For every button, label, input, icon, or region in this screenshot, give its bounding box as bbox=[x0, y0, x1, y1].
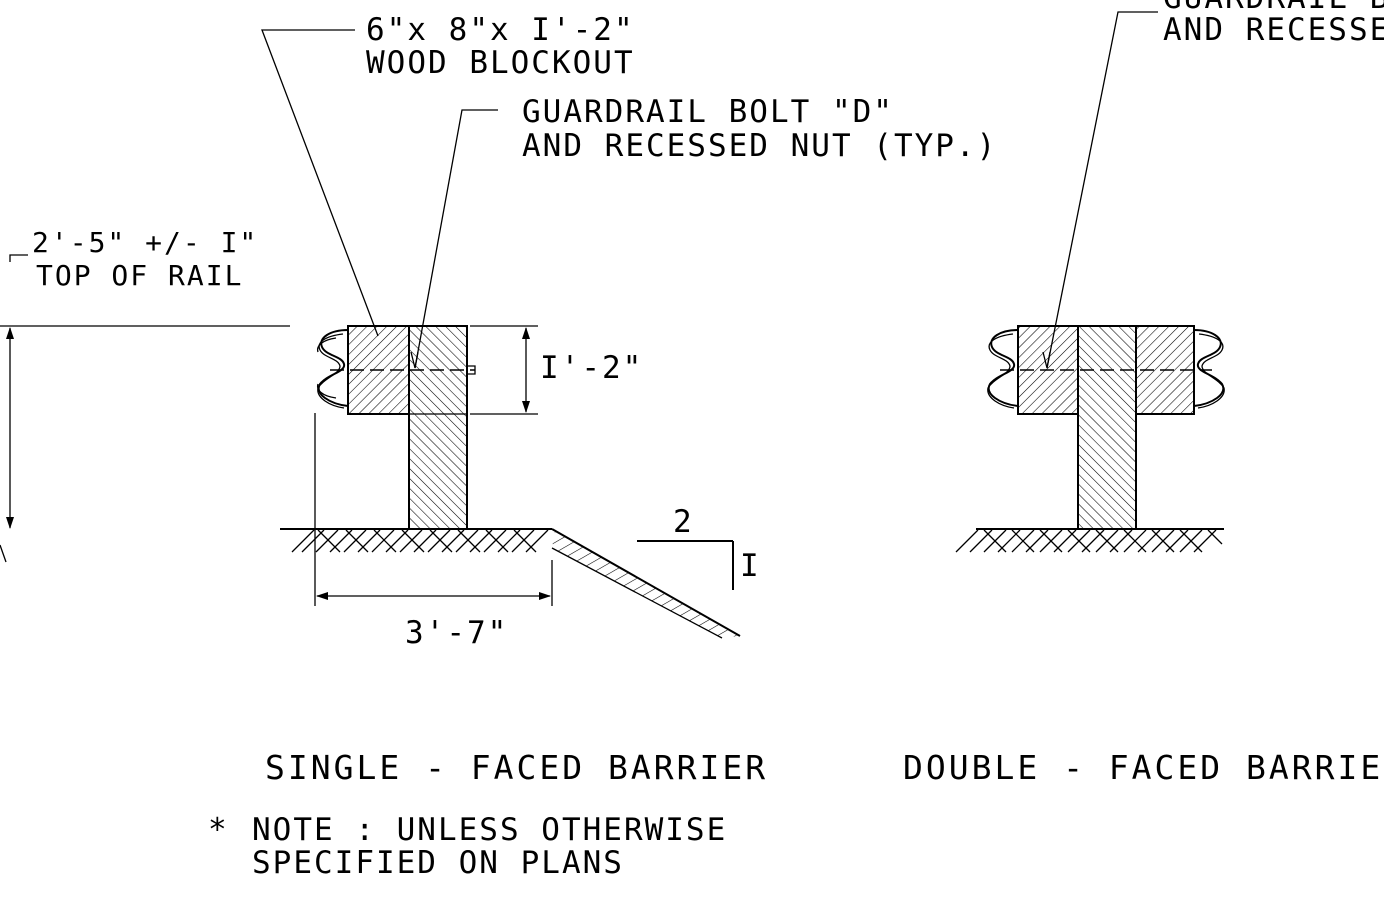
bolt-label-line2: AND RECESSED NUT (TYP.) bbox=[522, 128, 997, 164]
note-marker: * bbox=[208, 812, 229, 848]
w-beam-rail-left bbox=[987, 329, 1019, 407]
bolt-label-line1: GUARDRAIL BOLT "D" bbox=[522, 94, 894, 130]
steel-post-right bbox=[1077, 325, 1137, 530]
steel-post bbox=[408, 325, 468, 530]
double-faced-barrier bbox=[955, 11, 1225, 553]
w-beam-rail-right bbox=[1193, 329, 1225, 407]
ground-hatch-right bbox=[955, 529, 1223, 553]
bolt-leader bbox=[414, 109, 498, 369]
offset-width-label: 3'-7" bbox=[405, 615, 508, 651]
rail-height-label-line2: TOP OF RAIL bbox=[36, 259, 243, 292]
ground-hatch bbox=[291, 529, 549, 553]
double-faced-title: DOUBLE - FACED BARRIER bbox=[903, 748, 1384, 787]
annotations: 6"x 8"x I'-2" WOOD BLOCKOUT GUARDRAIL BO… bbox=[32, 0, 1384, 881]
single-faced-title: SINGLE - FACED BARRIER bbox=[265, 748, 768, 787]
blockout-leader bbox=[261, 29, 379, 337]
right-bolt-label-line1: GUARDRAIL BOLT "D" bbox=[1163, 0, 1384, 16]
w-beam-rail bbox=[317, 329, 349, 407]
slope-vertical-label: I bbox=[740, 548, 761, 584]
slope-hatch bbox=[552, 531, 738, 638]
blockout-label-line1: 6"x 8"x I'-2" bbox=[366, 12, 635, 48]
rail-height-label-line1: 2'-5" +/- I" bbox=[32, 226, 258, 259]
bolt-leader-right bbox=[1046, 11, 1158, 369]
single-faced-barrier bbox=[0, 29, 741, 639]
blockout-label-line2: WOOD BLOCKOUT bbox=[366, 45, 635, 81]
blockout-height-label: I'-2" bbox=[540, 350, 643, 386]
slope-line bbox=[551, 528, 741, 637]
slope-horizontal-label: 2 bbox=[673, 504, 694, 540]
note-line1: NOTE : UNLESS OTHERWISE bbox=[252, 812, 727, 848]
note-line2: SPECIFIED ON PLANS bbox=[252, 845, 624, 881]
right-bolt-label-line2: AND RECESSED NUT (TYP.) bbox=[1163, 12, 1384, 48]
